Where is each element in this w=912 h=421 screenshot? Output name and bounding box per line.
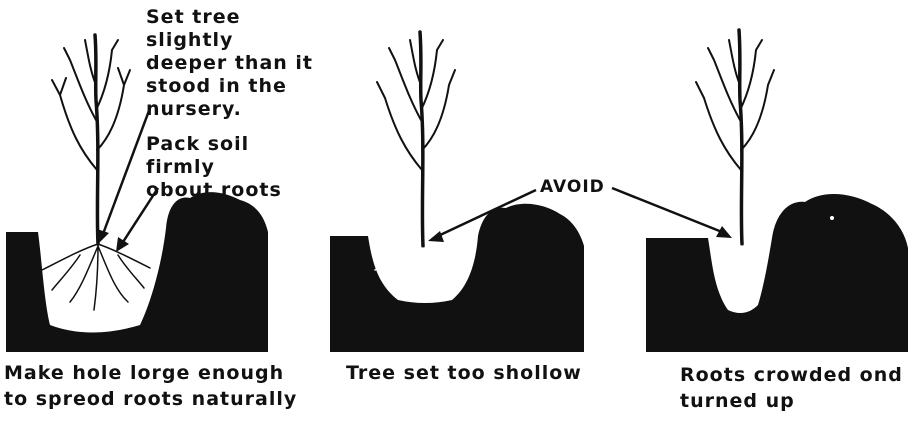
arrowhead-set-deeper xyxy=(97,229,109,244)
note-set-deeper: Set tree slightly deeper than it stood i… xyxy=(146,6,316,121)
caption-crowded-roots: Roots crowded ond turned up xyxy=(680,362,910,414)
avoid-label: AVOID xyxy=(540,177,605,197)
arrowhead-pack-soil xyxy=(116,237,129,252)
soil-speck xyxy=(830,216,834,220)
soil-mass-1 xyxy=(6,192,268,352)
panel-crowded-roots xyxy=(646,30,908,352)
tree-1 xyxy=(42,35,150,310)
pointer-arrow-avoid-crowded xyxy=(612,188,722,232)
pointer-arrow-set-deeper xyxy=(103,108,150,234)
caption-correct-planting: Make hole lorge enough to spreod roots n… xyxy=(4,360,304,412)
arrowhead-avoid-crowded xyxy=(716,226,732,238)
note-pack-soil: Pack soil firmly obout roots xyxy=(146,133,316,202)
tree-2 xyxy=(375,32,470,298)
caption-too-shallow: Tree set too shollow xyxy=(346,360,606,386)
arrowhead-avoid-shallow xyxy=(428,231,444,242)
